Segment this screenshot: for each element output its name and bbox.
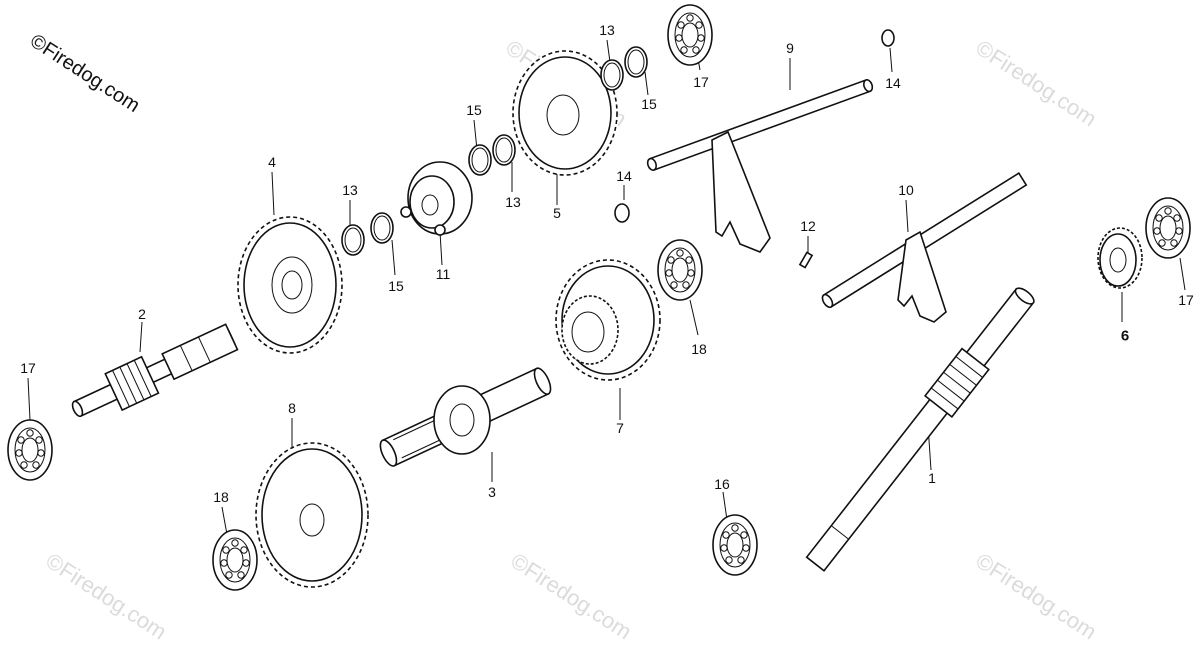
callout-13: 13 [505, 194, 521, 210]
bearing-17 [7, 419, 53, 481]
callout-17: 17 [20, 360, 36, 376]
callout-3: 3 [488, 484, 496, 500]
callout-14: 14 [885, 75, 901, 91]
ring-14 [614, 203, 630, 223]
callout-18: 18 [691, 341, 707, 357]
callout-14: 14 [616, 168, 632, 184]
pin-12 [798, 251, 814, 269]
gear-4 [237, 216, 343, 354]
callout-12: 12 [800, 218, 816, 234]
diagram-drawing [7, 4, 1191, 591]
ring-13 [600, 59, 624, 91]
callout-9: 9 [786, 40, 794, 56]
bearing-17 [1145, 197, 1191, 259]
ring-13 [492, 134, 516, 166]
callout-18: 18 [213, 489, 229, 505]
callout-15: 15 [641, 96, 657, 112]
sprocket-3 [433, 385, 491, 455]
circlip-15 [624, 46, 648, 78]
shaft-2 [71, 323, 239, 418]
callout-17: 17 [1178, 292, 1194, 308]
parts-diagram: ©Firedog.com ©Firedog.com ©Firedog.com ©… [7, 4, 1194, 644]
circlip-15 [370, 212, 394, 244]
fork-10 [897, 230, 947, 323]
fork-shaft-9 [646, 79, 874, 171]
callout-15: 15 [388, 278, 404, 294]
callout-2: 2 [138, 306, 146, 322]
callout-13: 13 [342, 182, 358, 198]
callout-16: 16 [714, 476, 730, 492]
circlip-15 [468, 144, 492, 176]
ring-14 [881, 29, 895, 47]
bearing-18 [657, 239, 703, 301]
callout-6: 6 [1120, 327, 1130, 345]
callout-7: 7 [616, 420, 624, 436]
bearing-16 [712, 514, 758, 576]
fork-9 [711, 130, 771, 253]
gear-8 [255, 442, 369, 588]
callout-8: 8 [288, 400, 296, 416]
ring-13 [341, 224, 365, 256]
callout-4: 4 [268, 154, 276, 170]
callout-10: 10 [898, 182, 914, 198]
gear-5 [512, 50, 618, 176]
callout-13: 13 [599, 22, 615, 38]
callout-17: 17 [693, 74, 709, 90]
callout-15: 15 [466, 102, 482, 118]
shaft-1 [805, 287, 1035, 572]
gear-6 [1097, 227, 1143, 289]
callout-11: 11 [435, 266, 451, 282]
bearing-17 [667, 4, 713, 66]
hub-11 [400, 161, 473, 236]
callout-1: 1 [928, 470, 936, 486]
callout-5: 5 [553, 205, 561, 221]
gear-7 [555, 259, 661, 381]
bearing-18 [212, 529, 258, 591]
